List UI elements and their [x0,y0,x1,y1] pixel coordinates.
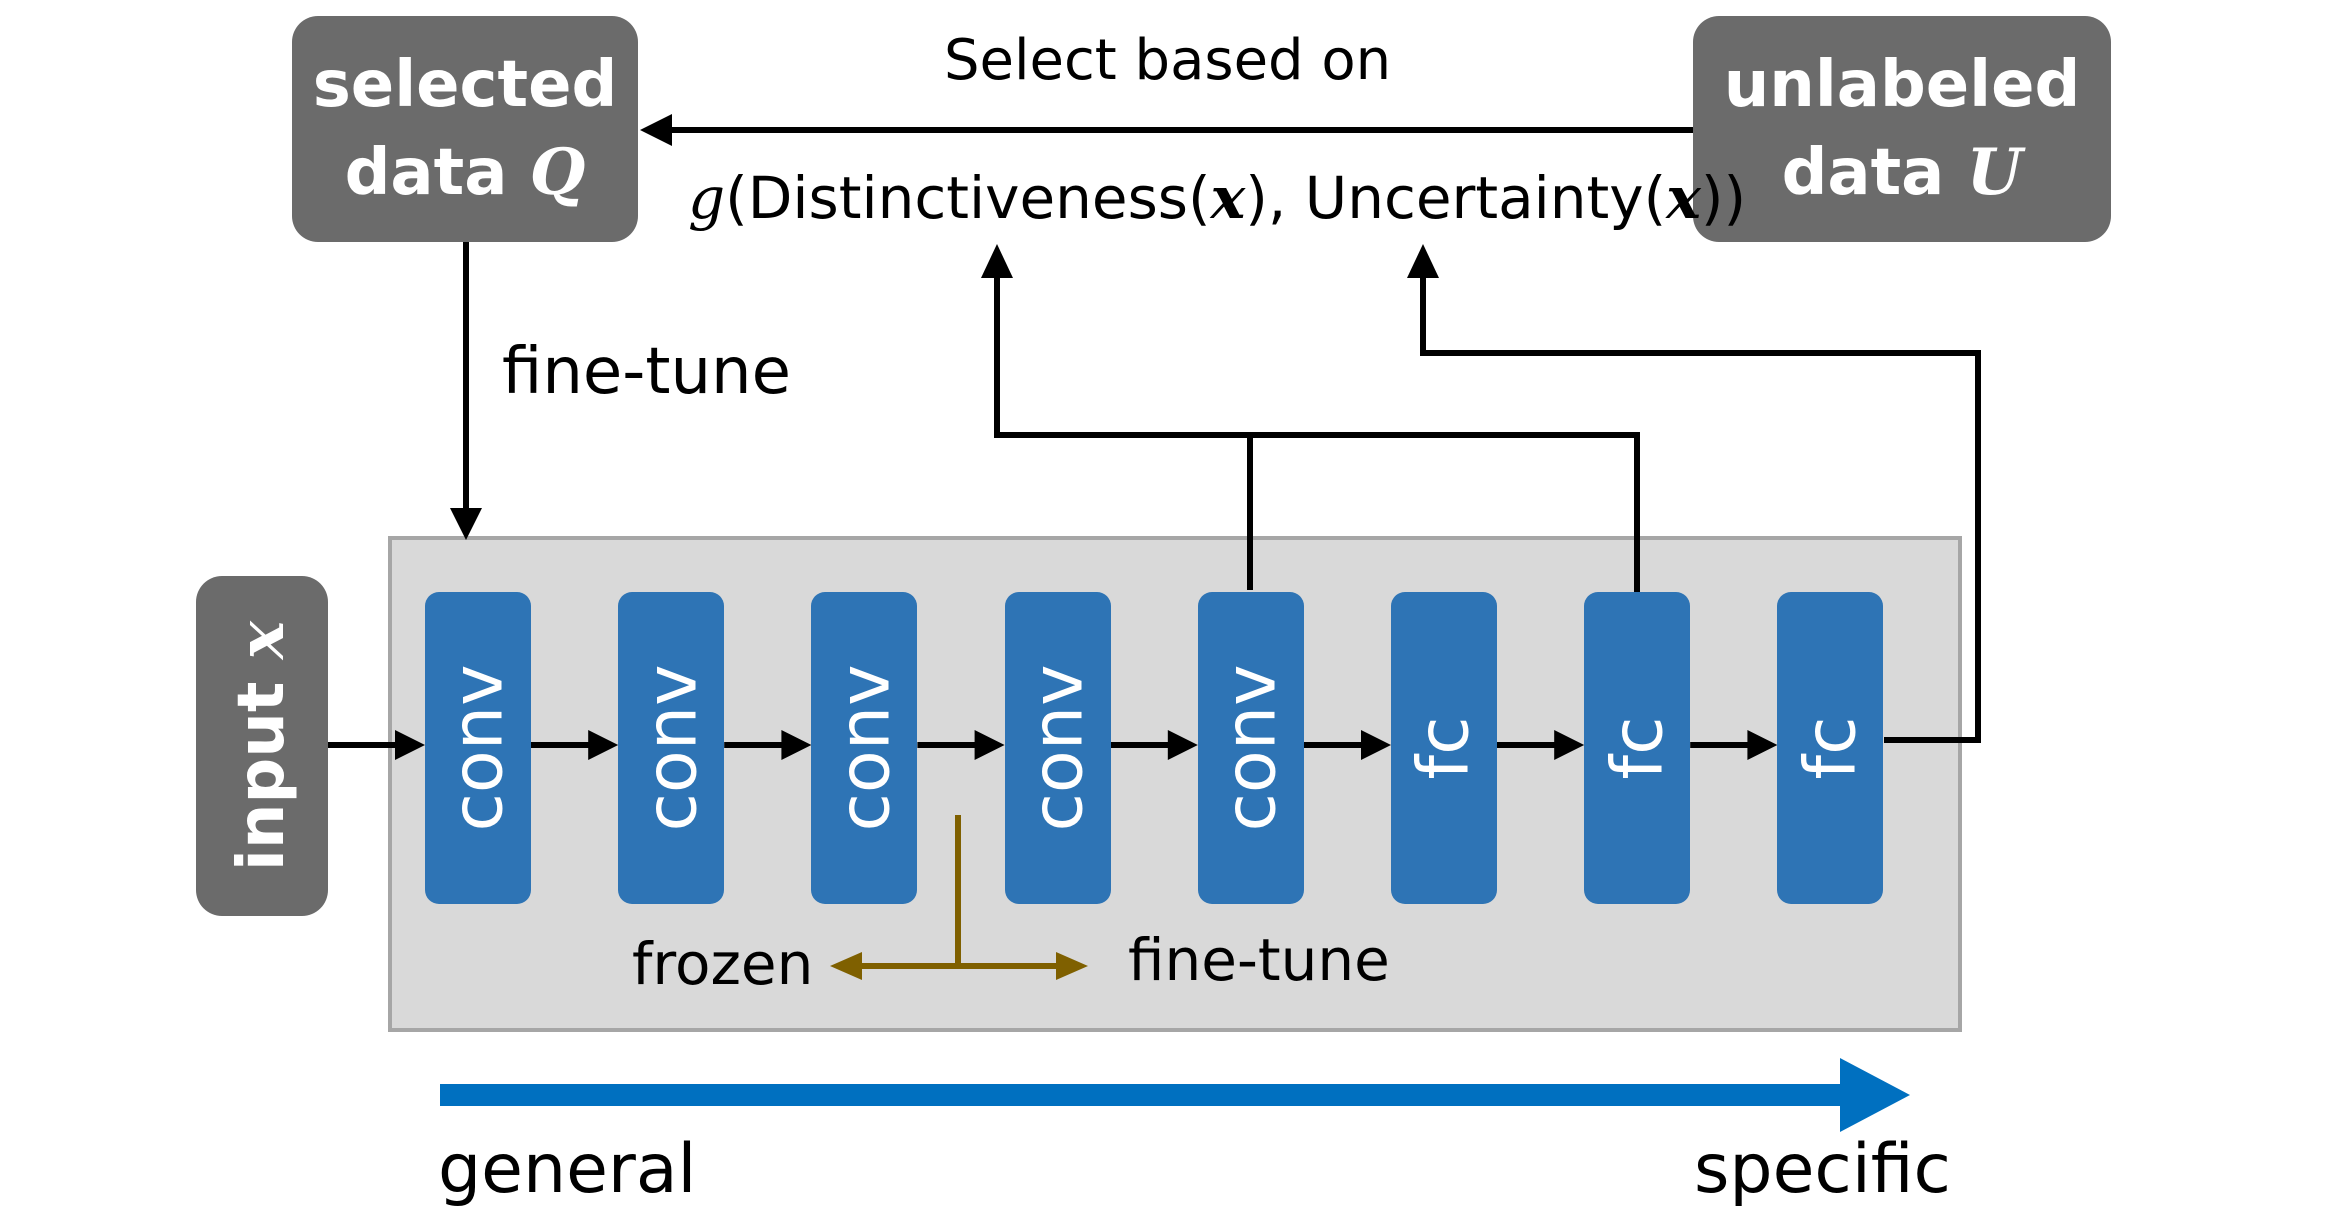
layer-3-block: conv [811,592,918,904]
specific-label: specific [1694,1130,1951,1209]
select-arrowhead [640,114,672,146]
unlabeled-data-line2: data U [1693,129,2111,217]
selected-data-box: selected data Q [292,16,638,242]
chain-arrowhead-3 [974,730,1005,760]
input-var: x [224,621,299,660]
layer-5-block: conv [1197,592,1304,904]
layer-1-block: conv [425,592,531,904]
selected-data-line2: data Q [292,129,638,217]
unlabeled-data-box: unlabeled data U [1693,16,2111,242]
chain-arrowhead-6 [1554,730,1585,760]
chain-arrowhead-4 [1167,730,1198,760]
uncertainty-arrowhead [1407,244,1439,278]
chain-arrowhead-5 [1361,730,1391,760]
finetune-arrowhead [450,508,482,540]
layer-7-block: fc [1584,592,1691,904]
layer-chain-arrows [328,730,1778,760]
layer-label: fc [1789,716,1872,780]
input-word: input [225,681,299,871]
chain-arrowhead-7 [1747,730,1778,760]
uncertainty-path [1420,274,1981,743]
formula-x1: x [1210,164,1246,232]
layer-6-block: fc [1391,592,1497,904]
selected-data-var: Q [529,135,586,210]
layer-label: fc [1596,716,1679,780]
gradient-arrow-shaft [440,1084,1840,1106]
layer-label: conv [437,664,520,832]
general-label: general [438,1130,697,1209]
formula-middle: ), Uncertainty( [1245,164,1667,232]
input-box-label: input x [224,621,299,871]
layer-label: conv [823,664,906,832]
distinctiveness-path [994,270,1253,590]
gradient-arrowhead [1840,1058,1910,1132]
layer-label: conv [1209,664,1292,832]
selected-data-word: data [344,136,508,210]
input-box: input x [196,576,328,916]
layer-4-block: conv [1004,592,1111,904]
formula-open: (Distinctiveness( [725,164,1211,232]
layer-2-block: conv [618,592,725,904]
layer-label: conv [630,664,713,832]
layer-label: conv [1016,664,1099,832]
selection-formula: g(Distinctiveness(x), Uncertainty(x)) [688,164,1746,232]
formula-g: g [688,164,726,232]
select-based-on-label: Select based on [944,28,1392,93]
unlabeled-data-line1: unlabeled [1723,48,2081,122]
distinctiveness-arrowhead [981,244,1013,278]
layer-label: fc [1402,716,1485,780]
frozen-label: frozen [632,930,814,998]
unlabeled-data-var: U [1966,135,2023,210]
finetune-top-label: fine-tune [502,335,791,409]
fc7-feature-path [1250,432,1640,592]
finetune-split-arrowhead [1056,952,1088,980]
formula-x2: x [1666,164,1701,232]
formula-close: )) [1700,164,1747,232]
selected-data-line1: selected [312,48,618,122]
chain-arrowhead-2 [781,730,812,760]
chain-arrowhead-0 [395,730,425,760]
finetune-inner-label: fine-tune [1128,926,1390,994]
unlabeled-data-word: data [1781,136,1945,210]
layer-8-block: fc [1777,592,1884,904]
chain-arrowhead-1 [588,730,619,760]
frozen-arrowhead [830,952,862,980]
